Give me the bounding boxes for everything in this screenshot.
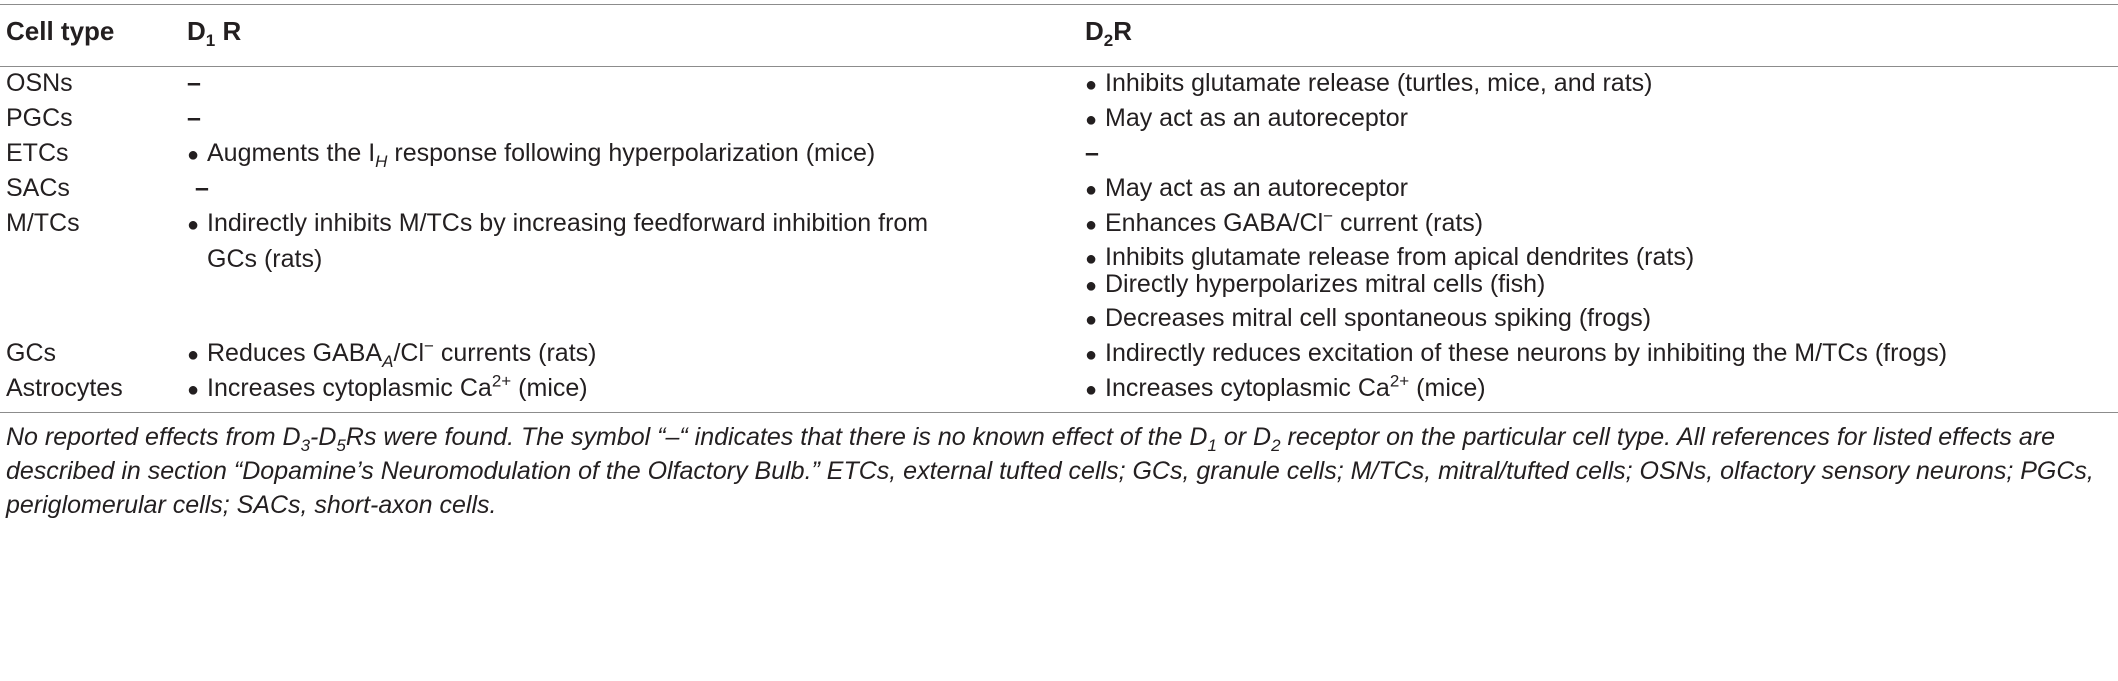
table-row-mtcs-d2r-1: ●Enhances GABA/Cl− current (rats) bbox=[1085, 206, 1484, 237]
table-row-pgcs-label: PGCs bbox=[6, 104, 73, 132]
table-row-mtcs-d2r-3: ●Directly hyperpolarizes mitral cells (f… bbox=[1085, 270, 1546, 298]
table-row-sacs-d2r: ●May act as an autoreceptor bbox=[1085, 174, 1408, 202]
table-footnote: No reported effects from D3-D5Rs were fo… bbox=[6, 423, 2094, 519]
table-top-rule bbox=[0, 4, 2118, 5]
table-row-etcs-d1r: ●Augments the IH response following hype… bbox=[187, 139, 876, 171]
header-d1r: D1 R bbox=[187, 16, 242, 51]
header-d2r: D2R bbox=[1085, 16, 1133, 51]
header-cell-type: Cell type bbox=[6, 16, 115, 46]
table-row-astrocytes-d1r: ●Increases cytoplasmic Ca2+ (mice) bbox=[187, 371, 588, 402]
table-row-gcs-label: GCs bbox=[6, 339, 56, 367]
table-row-gcs-d2r: ●Indirectly reduces excitation of these … bbox=[1085, 339, 1948, 367]
table-row-osns-d1r: – bbox=[187, 69, 201, 97]
table-row-mtcs-label: M/TCs bbox=[6, 209, 80, 237]
table-header-rule bbox=[0, 66, 2118, 67]
table-row-osns-label: OSNs bbox=[6, 69, 73, 97]
table-row-osns-d2r: ●Inhibits glutamate release (turtles, mi… bbox=[1085, 69, 1653, 97]
table-row-pgcs-d1r: – bbox=[187, 104, 201, 132]
table-row-mtcs-d1r: ●Indirectly inhibits M/TCs by increasing… bbox=[187, 209, 929, 273]
table-bottom-rule bbox=[0, 412, 2118, 413]
table-row-astrocytes-label: Astrocytes bbox=[6, 374, 123, 402]
table-row-mtcs-d2r-2: ●Inhibits glutamate release from apical … bbox=[1085, 243, 1695, 271]
table-row-etcs-label: ETCs bbox=[6, 139, 69, 167]
table-row-astrocytes-d2r: ●Increases cytoplasmic Ca2+ (mice) bbox=[1085, 371, 1486, 402]
table-row-mtcs-d2r-4: ●Decreases mitral cell spontaneous spiki… bbox=[1085, 304, 1652, 332]
table-row-etcs-d2r: – bbox=[1085, 139, 1099, 167]
table-row-sacs-label: SACs bbox=[6, 174, 70, 202]
table-row-gcs-d1r: ●Reduces GABAA/Cl− currents (rats) bbox=[187, 336, 597, 371]
table-row-pgcs-d2r: ●May act as an autoreceptor bbox=[1085, 104, 1408, 132]
table-row-sacs-d1r: – bbox=[195, 174, 209, 202]
